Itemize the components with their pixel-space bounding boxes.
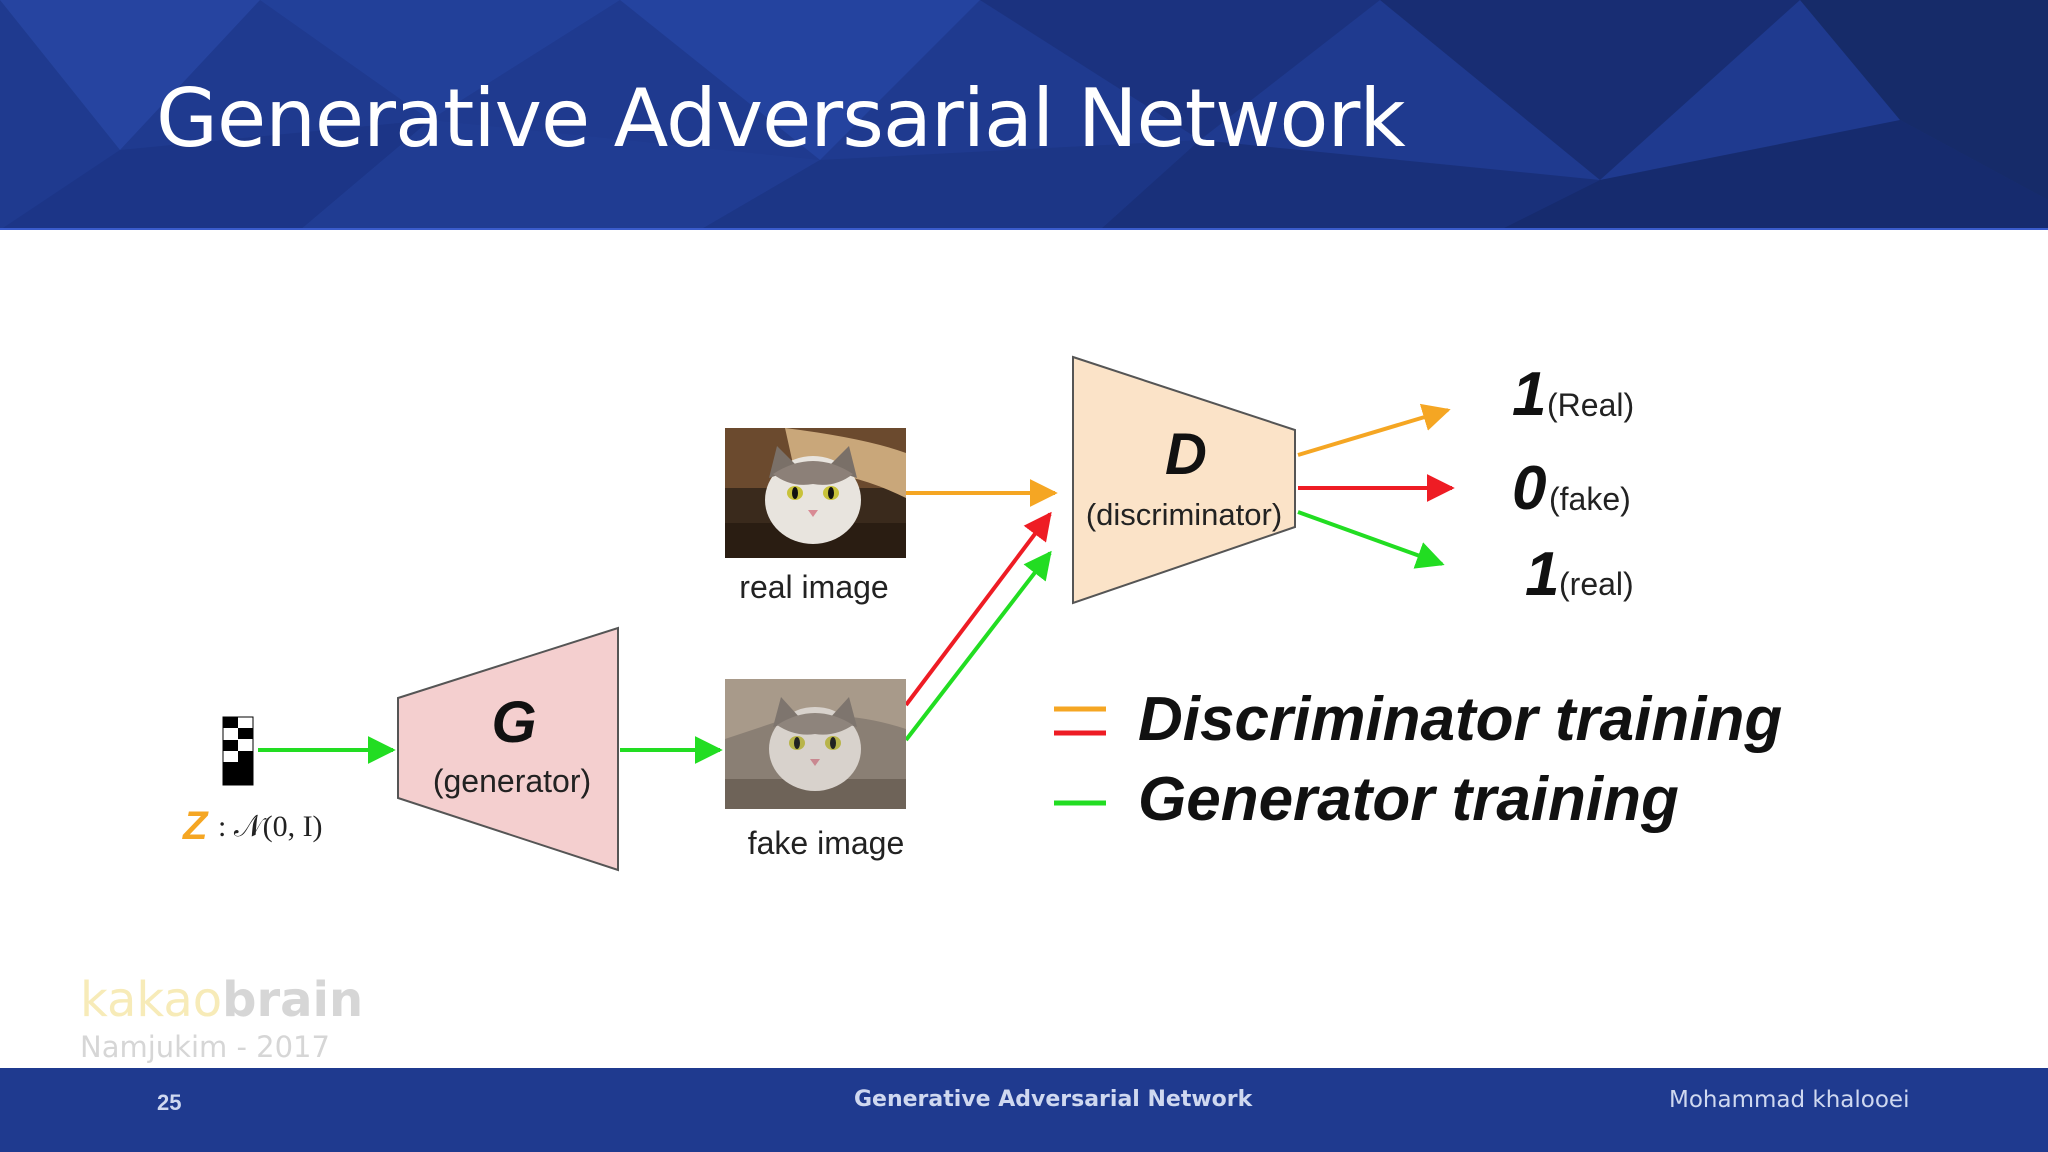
fake-to-discriminator-arrow-red — [904, 511, 1052, 707]
output-real-arrow-green — [1297, 510, 1445, 569]
legend-generator-training: Generator training — [1138, 765, 1679, 834]
fake-cat-image — [725, 679, 906, 809]
output-label: (fake) — [1549, 481, 1631, 517]
noise-vector-icon — [222, 716, 254, 786]
discriminator-letter: D — [1165, 422, 1207, 487]
footer-author: Mohammad khalooei — [1669, 1087, 1910, 1113]
legend-discriminator-training: Discriminator training — [1138, 685, 1782, 754]
real-cat-image — [725, 428, 906, 558]
slide-footer: 25 Generative Adversarial Network Mohamm… — [0, 1068, 2048, 1152]
output-1-real: 1 (Real) — [1512, 360, 1634, 429]
output-0-fake: 0 (fake) — [1512, 454, 1631, 523]
kakaobrain-logo: kakaobrain — [80, 972, 363, 1028]
watermark-credit: Namjukim - 2017 — [80, 1030, 330, 1064]
output-1-real-generator: 1 (real) — [1525, 540, 1634, 609]
z-symbol: Z — [182, 804, 209, 848]
page-number: 25 — [157, 1090, 182, 1115]
discriminator-block — [1072, 355, 1296, 605]
slide-title: Generative Adversarial Network — [156, 72, 1406, 165]
fake-image-caption: fake image — [748, 825, 905, 861]
header-divider — [0, 228, 2048, 230]
logo-brain: brain — [222, 972, 364, 1028]
discriminator-label: (discriminator) — [1086, 497, 1282, 532]
slide-header: Generative Adversarial Network — [0, 0, 2048, 230]
generator-letter: G — [491, 690, 536, 755]
logo-kakao: kakao — [80, 972, 223, 1028]
output-real-arrow-orange — [1297, 403, 1451, 457]
output-digit: 0 — [1512, 454, 1546, 523]
generator-label: (generator) — [433, 763, 591, 799]
generator-block — [397, 626, 619, 872]
fake-to-discriminator-arrow-green — [904, 550, 1052, 742]
header-background-pattern — [0, 0, 2048, 230]
legend: Discriminator training Generator trainin… — [1054, 685, 1782, 834]
output-label: (Real) — [1547, 387, 1634, 423]
output-label: (real) — [1559, 566, 1634, 602]
output-digit: 1 — [1512, 360, 1546, 429]
footer-title: Generative Adversarial Network — [854, 1087, 1253, 1112]
output-digit: 1 — [1525, 540, 1559, 609]
real-image-caption: real image — [739, 569, 888, 605]
z-distribution: : 𝒩(0, I) — [218, 810, 323, 843]
